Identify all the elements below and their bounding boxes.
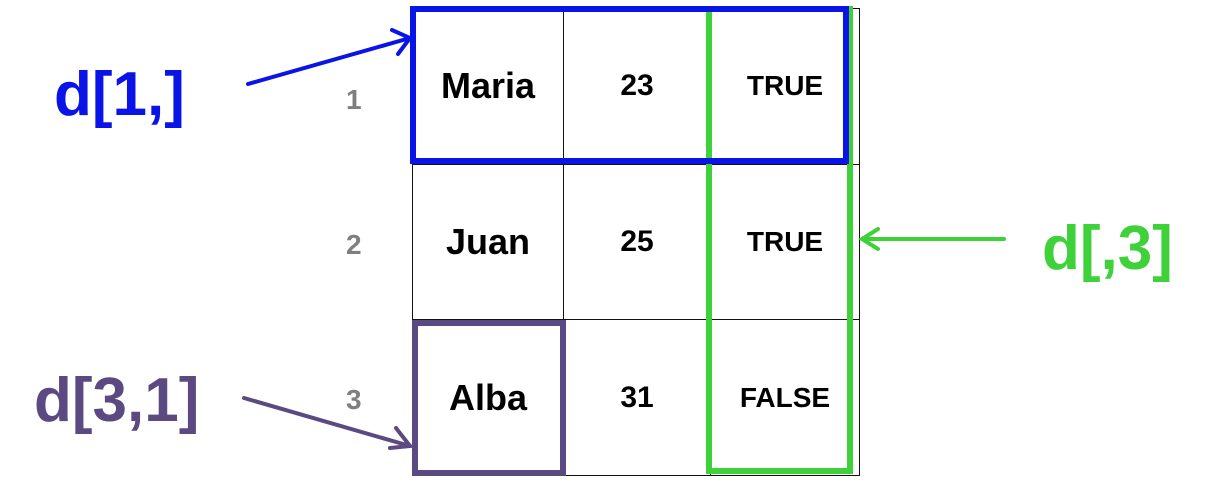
row-index-1: 1	[346, 84, 362, 115]
table-cell: TRUE	[710, 163, 860, 321]
table-row: Maria 23 TRUE	[412, 8, 860, 165]
table-row: Alba 31 FALSE	[412, 319, 860, 476]
table-cell: Alba	[412, 319, 564, 476]
cell-selection-label: d[3,1]	[34, 366, 200, 435]
row-index-3: 3	[346, 384, 362, 415]
row-index-2: 2	[346, 229, 362, 260]
column-selection-label: d[,3]	[1042, 214, 1173, 283]
table-cell: FALSE	[710, 319, 860, 476]
table-cell: Maria	[412, 8, 564, 165]
row-arrow	[246, 28, 414, 86]
column-arrow	[858, 227, 1006, 251]
table-cell: Juan	[412, 163, 564, 321]
table-row: Juan 25 TRUE	[412, 163, 860, 321]
table-cell: 25	[563, 163, 711, 321]
data-frame-table: Maria 23 TRUE Juan 25 TRUE Alba 31 FALSE	[412, 8, 860, 476]
cell-arrow	[242, 396, 414, 450]
row-selection-label: d[1,]	[54, 60, 185, 129]
table-cell: TRUE	[710, 8, 860, 165]
table-cell: 31	[563, 319, 711, 476]
table-cell: 23	[563, 8, 711, 165]
